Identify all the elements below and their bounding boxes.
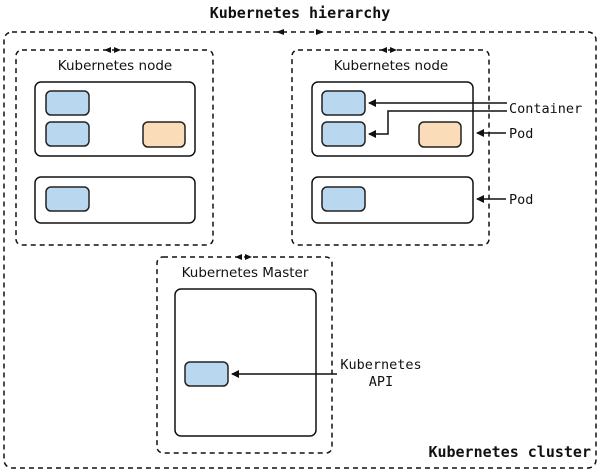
pod-top-callout-label: Pod [509,126,533,142]
node-right-label: Kubernetes node [334,58,448,74]
container-right-2 [321,186,366,212]
api-callout-label-line1: Kubernetes [340,357,421,373]
diagram-title: Kubernetes hierarchy [210,4,391,22]
container-left-1a [45,90,90,116]
node-right-arrow-left [390,47,397,53]
cluster-label: Kubernetes cluster [428,443,591,461]
special-container-right-1 [418,121,462,148]
master-inner-box [174,288,317,437]
node-right-arrow-right [380,47,387,53]
node-left-arrow-right [104,47,111,53]
special-container-left-1 [142,121,186,148]
master-label: Kubernetes Master [182,265,309,281]
api-callout-label-line2: API [369,374,393,390]
container-callout-line-2 [368,110,507,138]
container-left-1b [45,121,90,147]
api-server-container [184,361,229,387]
container-callout-label: Container [509,101,582,117]
node-left-label: Kubernetes node [58,58,172,74]
container-right-1b [321,121,366,147]
master-arrow-left [245,254,252,260]
container-left-2 [45,186,90,212]
cluster-boundary [3,31,597,469]
cluster-arrow-right [276,29,284,35]
cluster-arrow-left [316,29,324,35]
node-left-arrow-left [114,47,121,53]
master-arrow-right [235,254,242,260]
master-boundary [156,256,333,454]
container-right-1a [321,90,366,116]
pod-bottom-callout-label: Pod [509,192,533,208]
